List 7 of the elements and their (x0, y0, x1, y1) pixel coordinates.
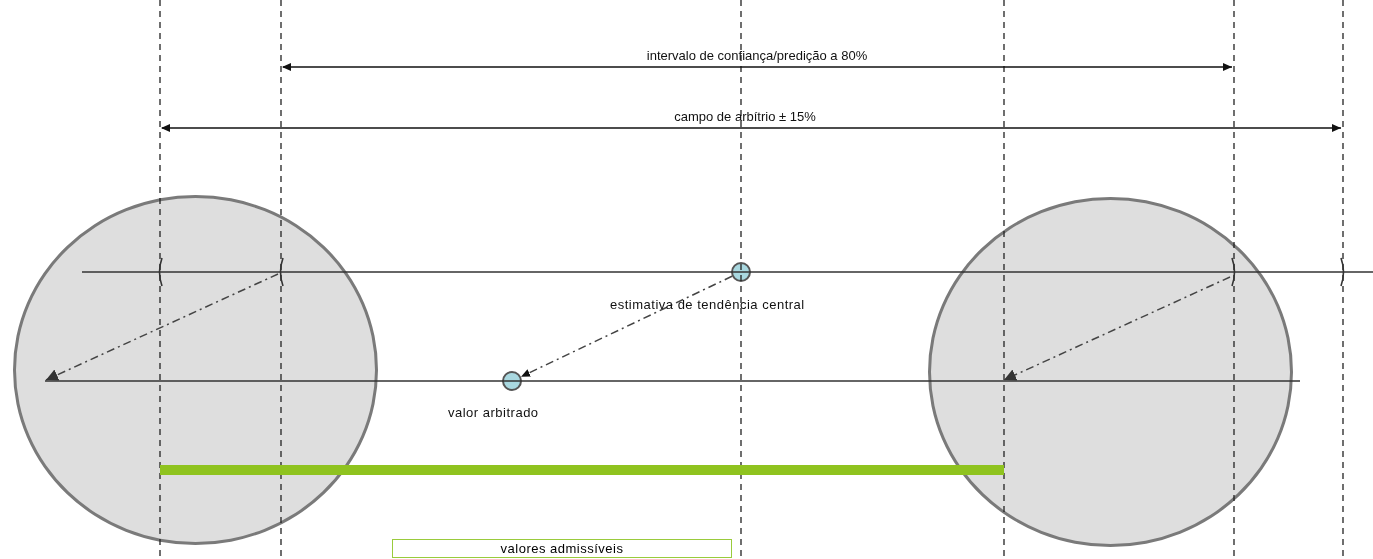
dimension-label: campo de arbítrio ± 15% (673, 109, 817, 124)
dimension-label: intervalo de confiança/predição a 80% (645, 48, 869, 63)
point-label: estimativa de tendência central (610, 297, 805, 312)
legend-box: valores admissíveis (392, 539, 732, 558)
point-marker (502, 371, 522, 391)
leader-arrow (520, 275, 733, 378)
point-label: valor arbitrado (448, 405, 539, 420)
